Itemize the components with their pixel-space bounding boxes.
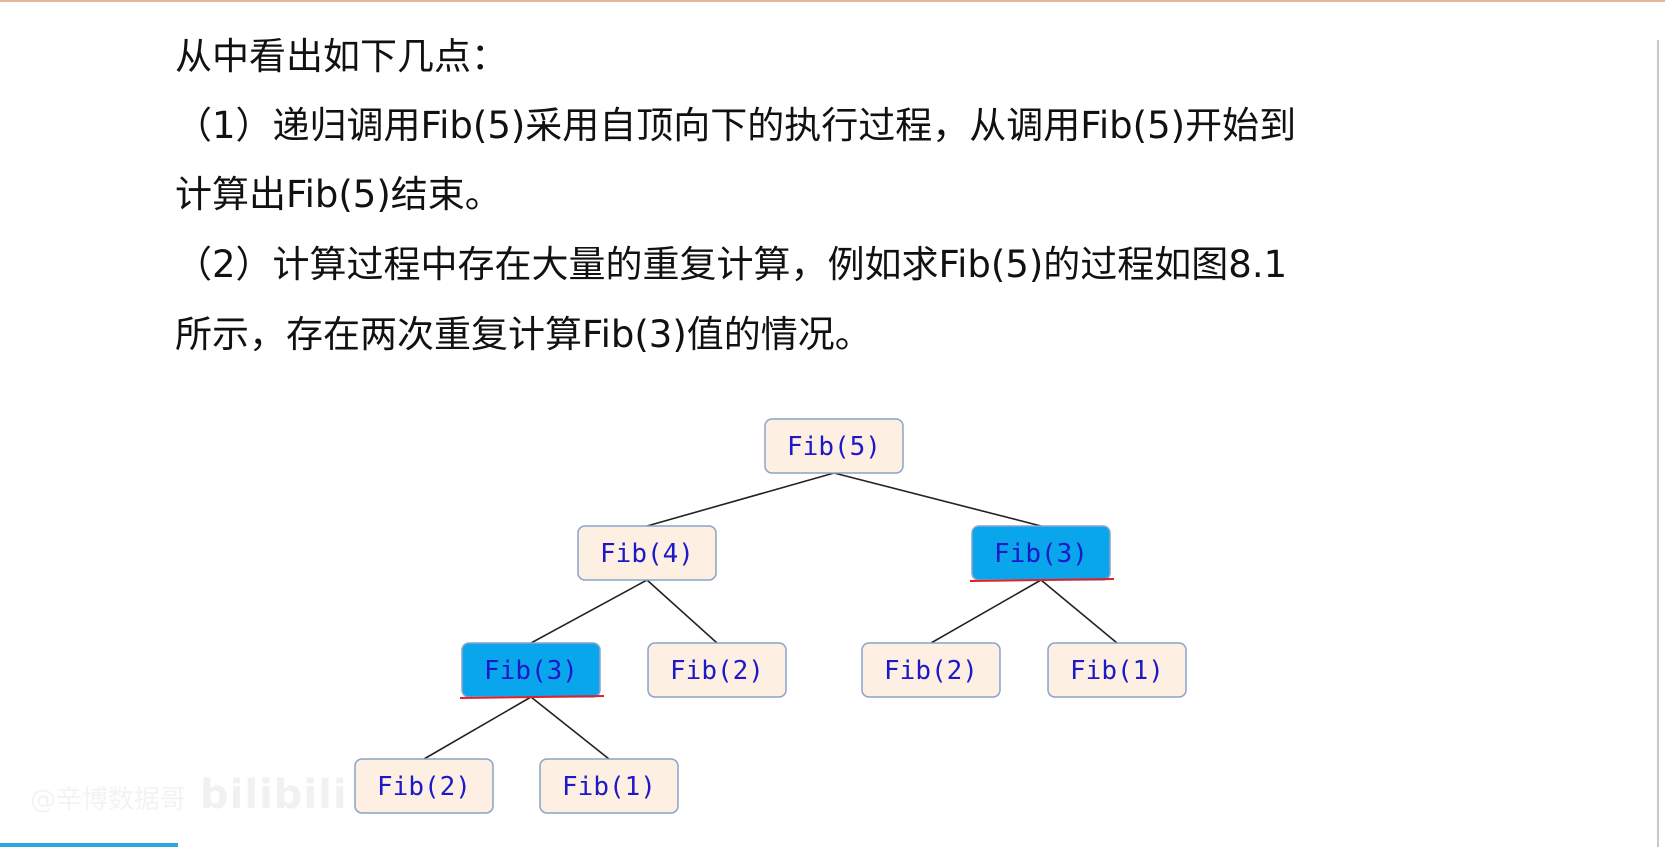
tree-node: Fib(2) [354, 758, 494, 814]
node-label: Fib(3) [994, 539, 1088, 569]
tree-edge [423, 696, 532, 760]
node-label: Fib(3) [484, 656, 578, 686]
node-box [1047, 642, 1187, 698]
node-label: Fib(2) [884, 656, 978, 686]
node-label: Fib(4) [600, 539, 694, 569]
top-border [0, 0, 1665, 2]
node-label: Fib(2) [670, 656, 764, 686]
text-line-3: 计算出Fib(5)结束。 [175, 173, 502, 216]
tree-node: Fib(4) [577, 525, 717, 581]
red-underline-mark [969, 578, 1115, 582]
node-box [577, 525, 717, 581]
right-border [1657, 40, 1659, 847]
node-box [647, 642, 787, 698]
watermark-text: @辛博数据哥 [30, 785, 187, 815]
watermark: @辛博数据哥 bilibili [30, 772, 348, 818]
tree-edge [930, 579, 1042, 644]
progress-bar [0, 843, 178, 847]
node-label: Fib(1) [562, 772, 656, 802]
tree-edge [1040, 579, 1118, 644]
tree-node: Fib(1) [1047, 642, 1187, 698]
text-line-4: （2）计算过程中存在大量的重复计算，例如求Fib(5)的过程如图8.1 [175, 243, 1288, 286]
tree-node: Fib(2) [647, 642, 787, 698]
text-line-5: 所示，存在两次重复计算Fib(3)值的情况。 [175, 313, 872, 356]
node-label: Fib(2) [377, 772, 471, 802]
text-line-1: 从中看出如下几点： [175, 35, 508, 78]
tree-edge [833, 472, 1042, 527]
red-underline-mark [459, 695, 605, 699]
tree-edge [646, 579, 718, 644]
tree-node: Fib(3) [969, 525, 1115, 582]
text-line-2: （1）递归调用Fib(5)采用自顶向下的执行过程，从调用Fib(5)开始到 [175, 104, 1297, 147]
tree-node: Fib(1) [539, 758, 679, 814]
tree-node: Fib(2) [861, 642, 1001, 698]
tree-node: Fib(3) [459, 642, 605, 699]
tree-node: Fib(5) [764, 418, 904, 474]
tree-edge [530, 579, 648, 644]
node-box [764, 418, 904, 474]
tree-edge [646, 472, 835, 527]
node-box [354, 758, 494, 814]
node-label: Fib(5) [787, 432, 881, 462]
bilibili-logo: bilibili [200, 772, 348, 818]
node-label: Fib(1) [1070, 656, 1164, 686]
node-box [861, 642, 1001, 698]
tree-edge [530, 696, 610, 760]
node-box [539, 758, 679, 814]
